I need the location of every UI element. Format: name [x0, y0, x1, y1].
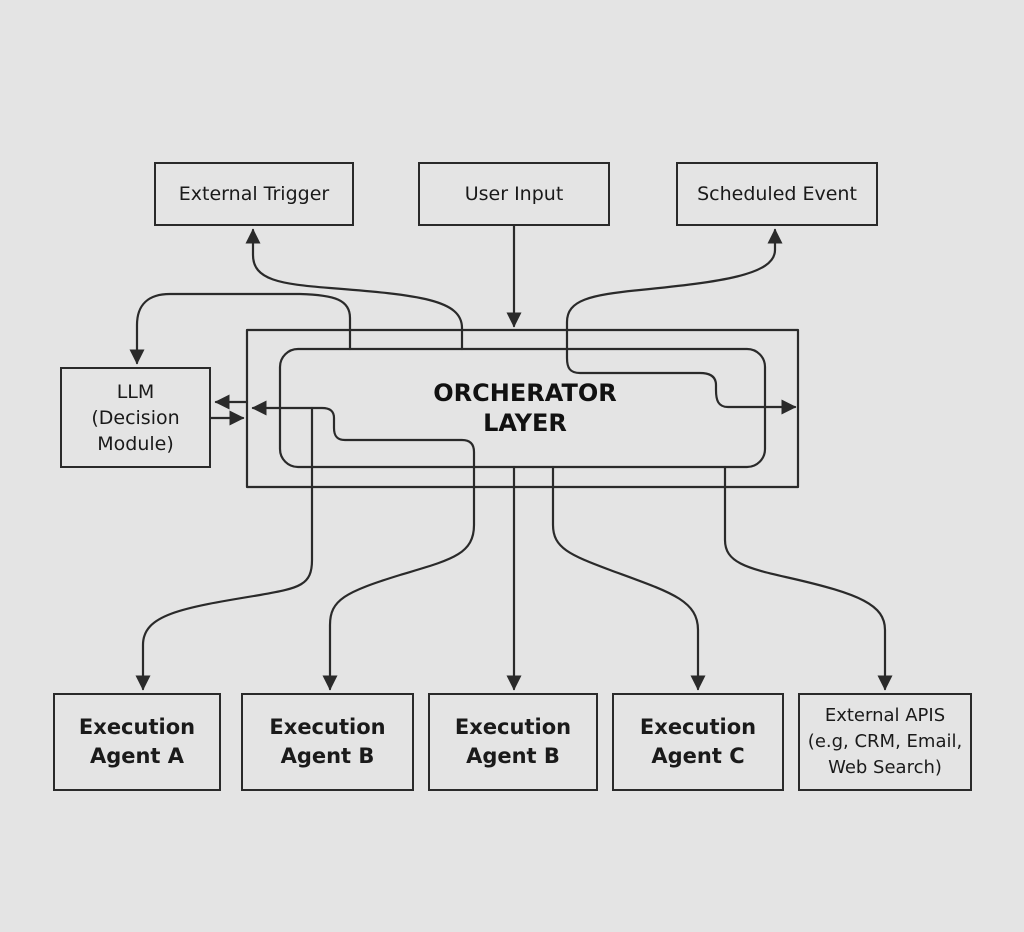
agent-b2-label-line1: Execution: [454, 715, 572, 739]
execution-agent-a-node: Execution Agent A: [53, 693, 221, 791]
orchestrator-outer-frame: [245, 328, 800, 489]
orchestrator-label-line1: ORCHERATOR: [433, 379, 617, 407]
orchestrator-label-line2: LAYER: [483, 409, 567, 437]
agent-a-label-line1: Execution: [78, 715, 196, 739]
external-apis-node: External APIS (e.g, CRM, Email, Web Sear…: [798, 693, 972, 791]
llm-label-line1: LLM: [116, 380, 155, 403]
agent-b1-label-line2: Agent B: [280, 744, 375, 768]
llm-label-line2: (Decision: [91, 406, 180, 429]
agent-b1-label-line1: Execution: [269, 715, 386, 739]
external-trigger-label: External Trigger: [178, 183, 330, 205]
edge-orchestrator-to-scheduled-event: [565, 228, 797, 415]
edge-orchestrator-to-llm-top: [129, 292, 352, 365]
agent-c-label-line1: Execution: [639, 715, 757, 739]
execution-agent-b2-node: Execution Agent B: [428, 693, 598, 791]
edge-orchestrator-to-agent-a: [135, 406, 314, 691]
external-apis-label-line1: External APIS: [824, 705, 946, 726]
external-trigger-node: External Trigger: [154, 162, 354, 226]
edge-orchestrator-to-external-trigger: [245, 228, 464, 351]
scheduled-event-label: Scheduled Event: [697, 183, 857, 205]
external-apis-label-line3: Web Search): [828, 757, 942, 778]
external-apis-label-line2: (e.g, CRM, Email,: [807, 731, 963, 752]
user-input-label: User Input: [464, 183, 564, 205]
llm-decision-module-node: LLM (Decision Module): [60, 367, 211, 468]
edge-orchestrator-to-agent-c: [551, 465, 706, 691]
edge-internal-routing: [251, 400, 476, 489]
agent-c-label-line2: Agent C: [651, 744, 745, 768]
llm-label-line3: Module): [97, 432, 174, 455]
edge-orchestrator-to-external-apis: [723, 465, 893, 691]
execution-agent-c-node: Execution Agent C: [612, 693, 784, 791]
scheduled-event-node: Scheduled Event: [676, 162, 878, 226]
edge-orchestrator-to-agent-b1: [322, 485, 476, 691]
execution-agent-b1-node: Execution Agent B: [241, 693, 414, 791]
agent-b2-label-line2: Agent B: [466, 744, 560, 768]
orchestrator-layer-label: ORCHERATOR LAYER: [420, 378, 630, 438]
user-input-node: User Input: [418, 162, 610, 226]
agent-a-label-line2: Agent A: [89, 744, 185, 768]
